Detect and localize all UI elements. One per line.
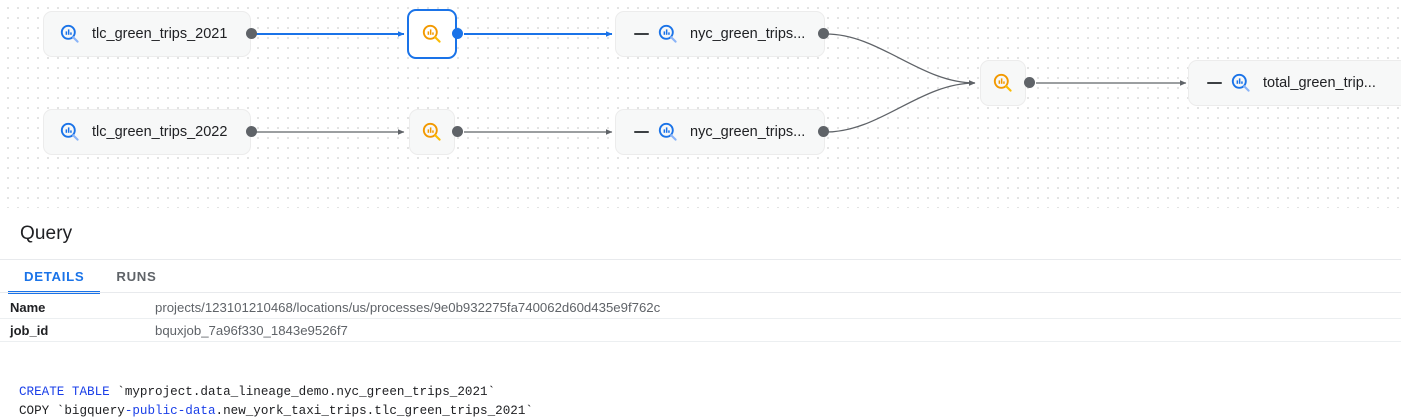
graph-node-tlc_green_trips_2022[interactable]: tlc_green_trips_2022 [43, 109, 251, 155]
bigquery-table-icon [656, 120, 680, 144]
node-output-port[interactable] [818, 126, 829, 137]
bigquery-table-icon [656, 22, 680, 46]
node-output-port[interactable] [452, 126, 463, 137]
graph-node-tlc_green_trips_2021[interactable]: tlc_green_trips_2021 [43, 11, 251, 57]
bigquery-table-icon [58, 22, 82, 46]
node-label: nyc_green_trips... [690, 124, 806, 140]
node-output-port[interactable] [452, 28, 463, 39]
tab-details[interactable]: DETAILS [8, 260, 101, 294]
collapse-node-button[interactable] [1201, 70, 1227, 96]
graph-node-nyc_green_trips-2[interactable]: nyc_green_trips... [615, 109, 825, 155]
collapse-node-button[interactable] [628, 119, 654, 145]
node-label: tlc_green_trips_2021 [92, 26, 228, 42]
lineage-graph-canvas[interactable]: tlc_green_trips_2021 tlc_green_trips_202… [0, 0, 1401, 208]
node-label: total_green_trip... [1263, 75, 1376, 91]
detail-key: job_id [10, 322, 49, 338]
sql-keyword-public-data: -public-data [124, 404, 216, 417]
graph-node-process-3[interactable] [980, 60, 1026, 106]
detail-key: Name [10, 299, 46, 315]
node-output-port[interactable] [246, 28, 257, 39]
graph-node-total_green_trips[interactable]: total_green_trip... [1188, 60, 1401, 106]
node-output-port[interactable] [246, 126, 257, 137]
lineage-edges [256, 31, 1187, 135]
sql-line2-prefix: COPY `bigquery [19, 404, 125, 417]
graph-node-nyc_green_trips-1[interactable]: nyc_green_trips... [615, 11, 825, 57]
bigquery-process-icon [420, 22, 444, 46]
bigquery-table-icon [1229, 71, 1253, 95]
node-output-port[interactable] [818, 28, 829, 39]
node-label: nyc_green_trips... [690, 26, 806, 42]
panel-tabs: DETAILS RUNS [0, 260, 1401, 294]
graph-node-process-1[interactable] [407, 9, 457, 59]
bigquery-process-icon [420, 120, 444, 144]
sql-line2-suffix: .new_york_taxi_trips.tlc_green_trips_202… [215, 404, 533, 417]
detail-row-name: Name projects/123101210468/locations/us/… [0, 296, 1401, 319]
tab-runs[interactable]: RUNS [116, 268, 157, 284]
node-label: tlc_green_trips_2022 [92, 124, 228, 140]
node-output-port[interactable] [1024, 77, 1035, 88]
details-panel: Query DETAILS RUNS Name projects/1231012… [0, 208, 1401, 417]
detail-value: bquxjob_7a96f330_1843e9526f7 [155, 322, 348, 338]
panel-title: Query [20, 223, 73, 244]
divider [0, 259, 1401, 260]
sql-code-block: CREATE TABLE `myproject.data_lineage_dem… [0, 374, 1401, 417]
bigquery-table-icon [58, 120, 82, 144]
detail-value: projects/123101210468/locations/us/proce… [155, 299, 661, 315]
sql-keyword-create-table: CREATE TABLE [19, 385, 110, 399]
collapse-node-button[interactable] [628, 21, 654, 47]
bigquery-process-icon [991, 71, 1015, 95]
sql-line1-rest: `myproject.data_lineage_demo.nyc_green_t… [109, 385, 496, 399]
divider [0, 292, 1401, 293]
graph-node-process-2[interactable] [409, 109, 455, 155]
detail-row-job-id: job_id bquxjob_7a96f330_1843e9526f7 [0, 319, 1401, 342]
